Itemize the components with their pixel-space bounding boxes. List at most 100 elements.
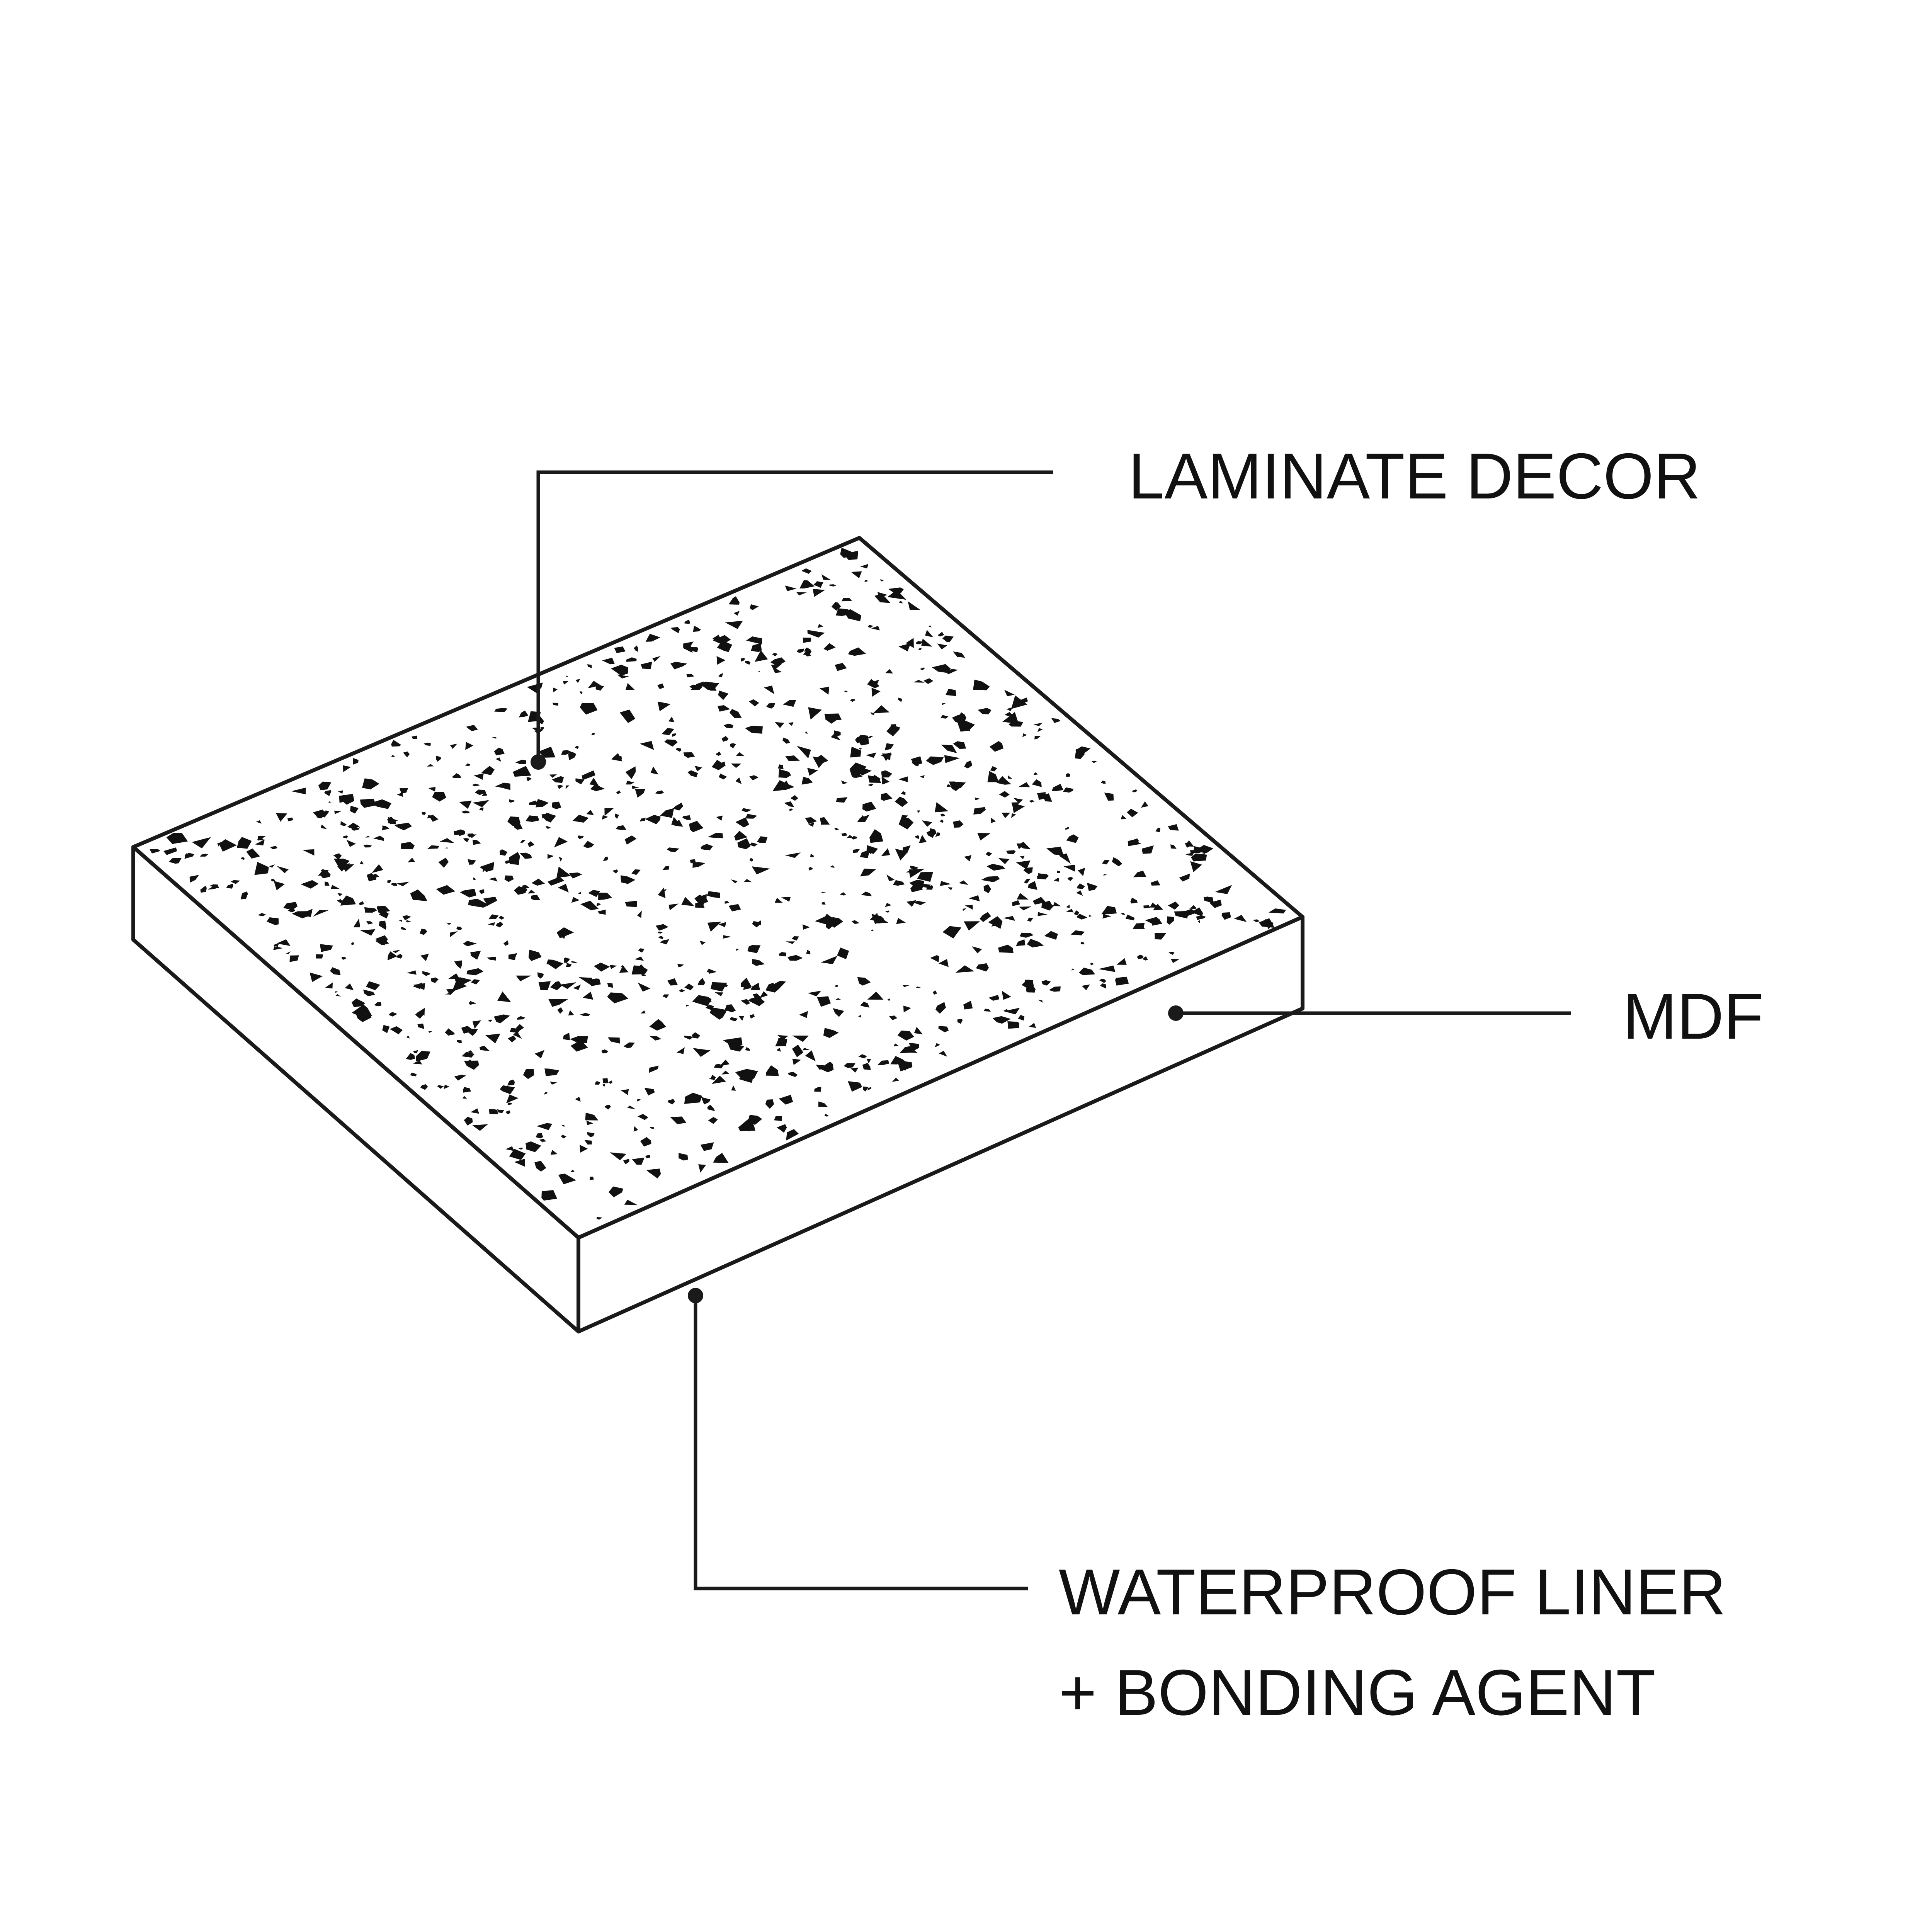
speckle: [337, 893, 343, 896]
speckle: [880, 579, 884, 582]
speckle: [321, 869, 325, 873]
speckle: [1168, 901, 1179, 910]
speckle: [615, 825, 627, 830]
speckle: [1033, 723, 1043, 726]
speckle: [953, 651, 965, 658]
speckle: [359, 861, 364, 864]
speckle: [575, 1097, 581, 1102]
speckle: [940, 715, 949, 719]
speckle: [662, 994, 669, 998]
speckle: [850, 747, 861, 758]
speckle: [1059, 853, 1071, 864]
speckle: [977, 833, 991, 840]
speckle: [1032, 897, 1046, 905]
speckle: [1088, 915, 1092, 917]
speckle: [650, 766, 659, 775]
speckle: [544, 1092, 548, 1095]
speckle: [428, 787, 436, 792]
speckle: [641, 974, 646, 976]
speckle: [467, 834, 477, 838]
speckle: [474, 789, 486, 795]
speckle: [821, 574, 831, 580]
speckle: [568, 1010, 574, 1015]
speckle: [325, 881, 330, 886]
speckle: [785, 585, 797, 591]
speckle: [733, 611, 740, 616]
speckle: [857, 815, 870, 823]
speckle: [471, 979, 480, 985]
speckle: [480, 862, 494, 872]
speckle: [718, 690, 729, 700]
speckle: [743, 983, 751, 990]
speckle: [1006, 850, 1016, 854]
speckle: [878, 1060, 889, 1065]
speckle: [935, 802, 949, 813]
speckle: [645, 1155, 650, 1158]
speckle: [526, 1141, 541, 1152]
speckle: [1112, 857, 1122, 867]
speckle: [709, 1078, 714, 1080]
speckle: [749, 699, 759, 707]
speckle: [788, 808, 793, 811]
speckle: [973, 679, 990, 690]
speckle: [534, 1050, 545, 1059]
speckle: [959, 880, 969, 885]
speckle: [340, 821, 347, 826]
speckle: [406, 920, 411, 923]
speckle: [523, 1069, 534, 1079]
speckle: [664, 739, 678, 747]
speckle: [192, 837, 211, 849]
speckle: [765, 1099, 774, 1109]
speckle: [350, 942, 355, 946]
speckle: [340, 895, 356, 906]
speckle: [554, 837, 568, 848]
speckle: [823, 1028, 839, 1038]
speckle: [506, 1111, 510, 1114]
speckle: [957, 1019, 963, 1024]
speckle: [355, 827, 360, 829]
speckle: [792, 1058, 801, 1065]
speckle: [428, 1031, 432, 1033]
speckle: [586, 810, 594, 815]
speckle: [776, 1048, 781, 1052]
speckle: [935, 832, 940, 837]
speckle: [724, 901, 729, 904]
speckle: [810, 853, 814, 857]
speckle: [570, 1169, 575, 1172]
speckle: [374, 1002, 381, 1007]
speckle: [589, 777, 599, 786]
speckle: [1071, 968, 1075, 971]
speckle: [897, 1031, 914, 1041]
speckle: [858, 1054, 867, 1059]
speckle: [346, 840, 356, 847]
speckle: [814, 1087, 821, 1092]
speckle: [509, 799, 515, 803]
speckle: [672, 733, 676, 737]
speckle: [420, 929, 427, 935]
speckle: [464, 1060, 479, 1070]
speckle: [781, 897, 791, 902]
speckle: [536, 799, 549, 808]
speckle: [752, 959, 765, 966]
speckle: [851, 571, 862, 578]
speckle: [673, 820, 683, 827]
speckle: [1054, 878, 1060, 882]
speckle: [679, 989, 685, 993]
speckle: [399, 788, 408, 794]
speckle: [690, 681, 704, 690]
speckle: [906, 638, 914, 648]
speckle: [538, 981, 551, 990]
speckle: [638, 948, 645, 953]
speckle: [791, 936, 799, 941]
speckle: [1209, 900, 1222, 908]
speckle: [163, 847, 177, 855]
speckle: [614, 756, 622, 760]
speckle: [848, 1081, 862, 1092]
speckle: [552, 702, 559, 706]
speckle: [1268, 908, 1286, 913]
speckle: [707, 833, 723, 838]
speckle: [933, 990, 937, 995]
speckle: [976, 963, 989, 972]
speckle: [472, 1020, 481, 1029]
speckle: [597, 910, 606, 915]
